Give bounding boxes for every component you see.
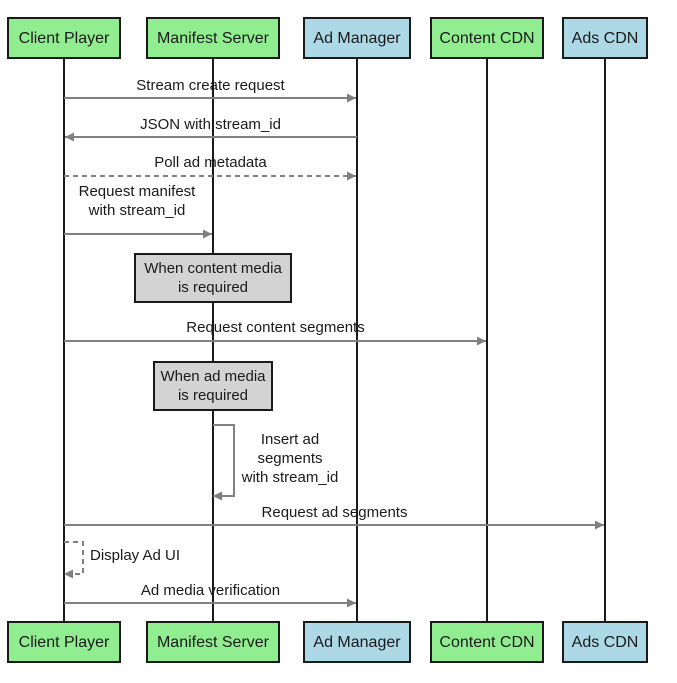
participant-footer-label-client: Client Player <box>19 634 110 651</box>
participant-header-label-contentcdn: Content CDN <box>439 30 534 47</box>
message-8: Ad media verification <box>64 582 356 608</box>
participant-footer-label-admanager: Ad Manager <box>313 634 401 651</box>
message-label-4-0: Request content segments <box>186 319 364 336</box>
note-label-0-0: When content media <box>144 260 282 277</box>
participant-header-row: Client Player Manifest Server Ad Manager Co… <box>7 17 648 59</box>
participant-footer-box-manifest <box>146 621 280 663</box>
note-box-0 <box>134 253 292 303</box>
message-label-2-0: Poll ad metadata <box>154 154 267 171</box>
participant-footer-box-adscdn <box>562 621 648 663</box>
message-2: Poll ad metadata <box>64 154 356 181</box>
participant-header-label-manifest: Manifest Server <box>157 30 270 47</box>
participant-footer-contentcdn: Content CDN <box>430 621 544 663</box>
participant-header-contentcdn: Content CDN <box>430 17 544 59</box>
message-arrow-7 <box>64 541 84 579</box>
participant-footer-row: Client Player Manifest Server Ad Manager Co… <box>7 621 648 663</box>
participant-header-label-adscdn: Ads CDN <box>572 30 639 47</box>
message-0: Stream create request <box>64 77 356 103</box>
participant-footer-admanager: Ad Manager <box>303 621 411 663</box>
participant-footer-adscdn: Ads CDN <box>562 621 648 663</box>
message-label-3-0: Request manifest <box>79 183 197 200</box>
participant-header-manifest: Manifest Server <box>146 17 280 59</box>
message-label-1-0: JSON with stream_id <box>140 116 281 133</box>
participant-header-admanager: Ad Manager <box>303 17 411 59</box>
participant-header-client: Client Player <box>7 17 121 59</box>
participant-header-label-client: Client Player <box>19 30 110 47</box>
note-0: When content media is required <box>134 253 292 303</box>
message-1: JSON with stream_id <box>65 116 357 142</box>
participant-footer-box-admanager <box>303 621 411 663</box>
participant-header-box-admanager <box>303 17 411 59</box>
message-label-6-0: Request ad segments <box>262 504 408 521</box>
note-label-1-0: When ad media <box>160 368 266 385</box>
message-label-5-0: Insert ad <box>261 431 319 448</box>
participant-footer-label-manifest: Manifest Server <box>157 634 270 651</box>
participant-footer-client: Client Player <box>7 621 121 663</box>
message-4: Request content segments <box>64 319 486 346</box>
message-5: Insert ad segments with stream_id <box>213 424 339 501</box>
participant-footer-label-adscdn: Ads CDN <box>572 634 639 651</box>
participant-header-box-client <box>7 17 121 59</box>
participant-footer-label-contentcdn: Content CDN <box>439 634 534 651</box>
message-3: Request manifest with stream_id <box>64 183 212 239</box>
participant-footer-manifest: Manifest Server <box>146 621 280 663</box>
message-label-5-1: segments <box>257 450 322 467</box>
message-label-3-1: with stream_id <box>88 202 186 219</box>
note-1: When ad media is required <box>153 361 273 411</box>
participant-header-box-adscdn <box>562 17 648 59</box>
participant-header-label-admanager: Ad Manager <box>313 30 401 47</box>
participant-header-box-contentcdn <box>430 17 544 59</box>
message-arrow-5 <box>213 424 235 501</box>
participant-footer-box-client <box>7 621 121 663</box>
participant-header-adscdn: Ads CDN <box>562 17 648 59</box>
message-label-7-0: Display Ad UI <box>90 547 180 564</box>
note-box-1 <box>153 361 273 411</box>
participant-header-box-manifest <box>146 17 280 59</box>
message-label-5-2: with stream_id <box>241 469 339 486</box>
note-label-1-1: is required <box>178 387 248 404</box>
note-label-0-1: is required <box>178 279 248 296</box>
participant-footer-box-contentcdn <box>430 621 544 663</box>
message-label-8-0: Ad media verification <box>141 582 280 599</box>
message-7: Display Ad UI <box>64 541 180 579</box>
message-label-0-0: Stream create request <box>136 77 285 94</box>
message-6: Request ad segments <box>64 504 604 530</box>
